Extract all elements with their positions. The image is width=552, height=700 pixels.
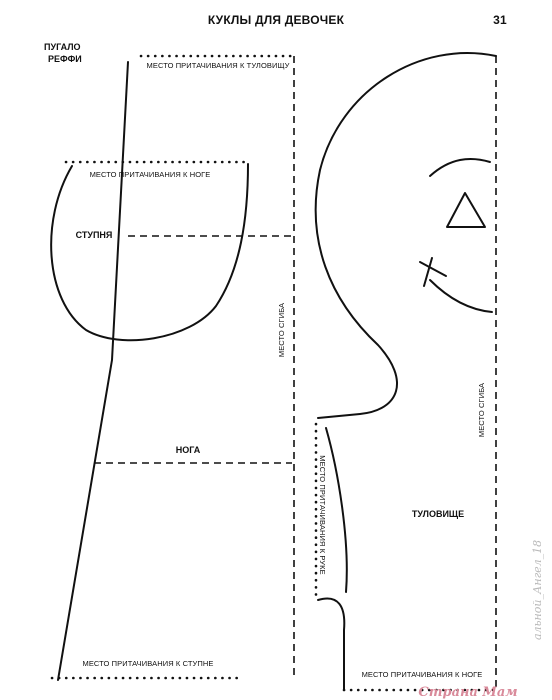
leg-attach-bottom-label: МЕСТО ПРИТАЧИВАНИЯ К НОГЕ xyxy=(362,670,483,679)
leg-label: НОГА xyxy=(176,445,201,455)
page-number: 31 xyxy=(493,13,507,27)
torso-side-outline xyxy=(325,427,348,593)
page-title: КУКЛЫ ДЛЯ ДЕВОЧЕК xyxy=(208,13,345,27)
arm-attach-label: МЕСТО ПРИТАЧИВАНИЯ К РУКЕ xyxy=(318,455,327,575)
torso-lower-outline xyxy=(317,597,346,691)
mouth-stitch-a xyxy=(419,261,447,277)
pattern-name-line1: ПУГАЛО xyxy=(44,42,81,52)
mouth-curve xyxy=(429,279,493,313)
watermark-site: Страна Мам xyxy=(418,685,517,700)
foot-label: СТУПНЯ xyxy=(76,230,113,240)
eyebrow-line xyxy=(429,157,491,177)
torso-fold-label: МЕСТО СГИБА xyxy=(477,383,486,437)
triangle-eye-icon xyxy=(446,192,486,228)
watermark-user: альной_Ангел_18 xyxy=(531,540,544,640)
leg-fold-label: МЕСТО СГИБА xyxy=(277,303,286,357)
torso-label: ТУЛОВИЩЕ xyxy=(412,509,464,519)
pattern-name-line2: РЕФФИ xyxy=(48,54,82,64)
mouth-stitch-b xyxy=(423,257,433,287)
leg-left-outline xyxy=(57,61,129,681)
head-outline xyxy=(314,52,497,419)
leg-attach-label: МЕСТО ПРИТАЧИВАНИЯ К НОГЕ xyxy=(90,170,211,179)
torso-attach-label: МЕСТО ПРИТАЧИВАНИЯ К ТУЛОВИЩУ xyxy=(147,61,290,70)
foot-outline xyxy=(50,163,249,342)
foot-attach-label: МЕСТО ПРИТАЧИВАНИЯ К СТУПНЕ xyxy=(82,659,213,668)
